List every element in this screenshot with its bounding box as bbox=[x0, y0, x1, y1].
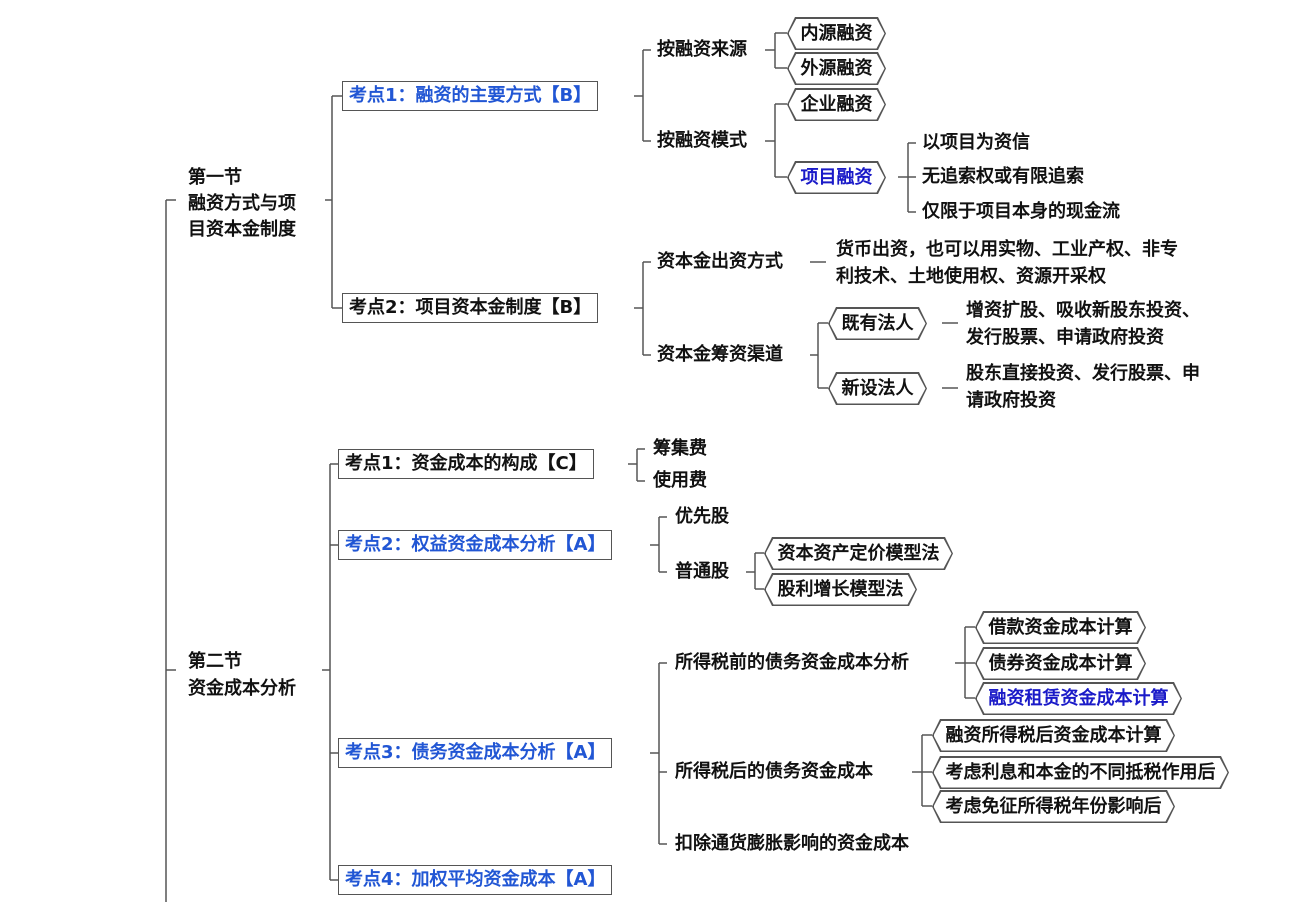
section-title-line: 第二节 bbox=[188, 651, 242, 672]
node-by-source[interactable]: 按融资来源 bbox=[657, 39, 747, 60]
new-entity-detail: 股东直接投资、发行股票、申 请政府投资 bbox=[966, 360, 1200, 414]
node-usage-fee: 使用费 bbox=[653, 470, 707, 491]
node-preferred-stock[interactable]: 优先股 bbox=[675, 506, 729, 527]
node-label: 融资所得税后资金成本计算 bbox=[934, 721, 1174, 751]
exam-point-1-2[interactable]: 考点2：项目资本金制度【B】 bbox=[342, 293, 599, 323]
node-capital-channels[interactable]: 资本金筹资渠道 bbox=[657, 344, 783, 365]
node-label: 资本资产定价模型法 bbox=[766, 539, 952, 569]
exam-point-2-4[interactable]: 考点4：加权平均资金成本【A】 bbox=[338, 865, 613, 895]
node-existing-entity[interactable]: 既有法人 bbox=[828, 307, 927, 340]
node-label: 考虑利息和本金的不同抵税作用后 bbox=[934, 758, 1228, 788]
feature-2: 无追索权或有限追索 bbox=[922, 166, 1084, 187]
node-internal-finance[interactable]: 内源融资 bbox=[787, 17, 886, 50]
node-corporate-finance[interactable]: 企业融资 bbox=[787, 88, 886, 121]
exam-point-1-1[interactable]: 考点1：融资的主要方式【B】 bbox=[342, 81, 599, 111]
node-lease-cost[interactable]: 融资租赁资金成本计算 bbox=[975, 682, 1182, 715]
section-title-line: 融资方式与项 bbox=[188, 193, 296, 214]
node-dividend-growth[interactable]: 股利增长模型法 bbox=[764, 573, 917, 606]
node-label: 债券资金成本计算 bbox=[977, 649, 1145, 679]
node-capital-contribution[interactable]: 资本金出资方式 bbox=[657, 251, 783, 272]
exam-point-2-3[interactable]: 考点3：债务资金成本分析【A】 bbox=[338, 738, 613, 768]
node-external-finance[interactable]: 外源融资 bbox=[787, 52, 886, 85]
node-label: 企业融资 bbox=[789, 90, 885, 120]
section-title-line: 第一节 bbox=[188, 167, 242, 188]
detail-line: 请政府投资 bbox=[966, 390, 1056, 411]
node-label: 股利增长模型法 bbox=[766, 575, 916, 605]
contribution-detail: 货币出资，也可以用实物、工业产权、非专 利技术、土地使用权、资源开采权 bbox=[836, 236, 1178, 290]
node-capm[interactable]: 资本资产定价模型法 bbox=[764, 537, 953, 570]
node-label: 新设法人 bbox=[830, 374, 926, 404]
exam-point-2-1[interactable]: 考点1：资金成本的构成【C】 bbox=[338, 449, 594, 479]
detail-line: 利技术、土地使用权、资源开采权 bbox=[836, 266, 1106, 287]
node-label: 内源融资 bbox=[789, 19, 885, 49]
section-title-line: 资金成本分析 bbox=[188, 678, 296, 699]
detail-line: 股东直接投资、发行股票、申 bbox=[966, 363, 1200, 384]
section-2-title: 第二节 资金成本分析 bbox=[188, 648, 296, 702]
node-label: 既有法人 bbox=[830, 309, 926, 339]
node-raising-fee: 筹集费 bbox=[653, 438, 707, 459]
node-tax-exempt-years[interactable]: 考虑免征所得税年份影响后 bbox=[932, 790, 1175, 823]
node-new-entity[interactable]: 新设法人 bbox=[828, 372, 927, 405]
node-label: 考虑免征所得税年份影响后 bbox=[934, 792, 1174, 822]
node-loan-cost[interactable]: 借款资金成本计算 bbox=[975, 611, 1146, 644]
feature-1: 以项目为资信 bbox=[922, 132, 1030, 153]
node-common-stock[interactable]: 普通股 bbox=[675, 561, 729, 582]
section-1-title: 第一节 融资方式与项 目资本金制度 bbox=[188, 165, 296, 243]
node-label: 借款资金成本计算 bbox=[977, 613, 1145, 643]
feature-3: 仅限于项目本身的现金流 bbox=[922, 201, 1120, 222]
detail-line: 货币出资，也可以用实物、工业产权、非专 bbox=[836, 239, 1178, 260]
node-inflation-adjusted[interactable]: 扣除通货膨胀影响的资金成本 bbox=[675, 833, 909, 854]
node-pretax-debt[interactable]: 所得税前的债务资金成本分析 bbox=[675, 652, 909, 673]
node-aftertax-debt[interactable]: 所得税后的债务资金成本 bbox=[675, 761, 873, 782]
node-project-finance[interactable]: 项目融资 bbox=[787, 161, 886, 194]
detail-line: 增资扩股、吸收新股东投资、 bbox=[966, 300, 1200, 321]
existing-entity-detail: 增资扩股、吸收新股东投资、 发行股票、申请政府投资 bbox=[966, 297, 1200, 351]
node-aftertax-finance-cost[interactable]: 融资所得税后资金成本计算 bbox=[932, 719, 1175, 752]
exam-point-2-2[interactable]: 考点2：权益资金成本分析【A】 bbox=[338, 530, 613, 560]
node-tax-shield-effect[interactable]: 考虑利息和本金的不同抵税作用后 bbox=[932, 756, 1229, 789]
node-by-mode[interactable]: 按融资模式 bbox=[657, 130, 747, 151]
detail-line: 发行股票、申请政府投资 bbox=[966, 327, 1164, 348]
node-bond-cost[interactable]: 债券资金成本计算 bbox=[975, 647, 1146, 680]
node-label: 融资租赁资金成本计算 bbox=[977, 684, 1181, 714]
node-label: 项目融资 bbox=[789, 163, 885, 193]
section-title-line: 目资本金制度 bbox=[188, 219, 296, 240]
node-label: 外源融资 bbox=[789, 54, 885, 84]
